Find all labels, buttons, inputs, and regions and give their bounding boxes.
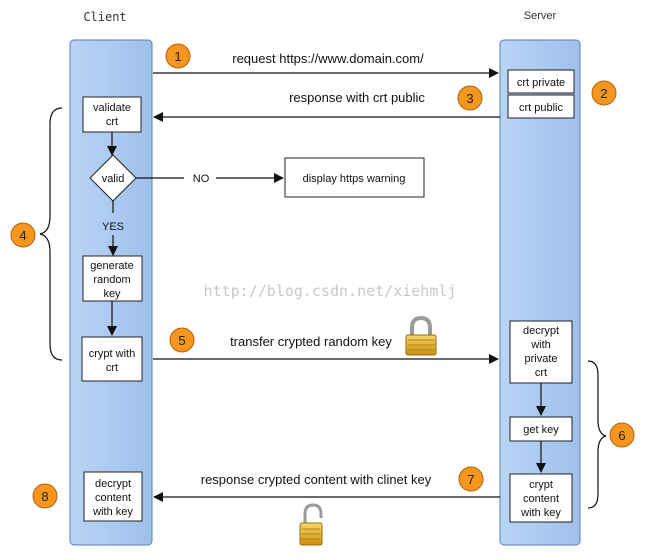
svg-text:crt private: crt private [517, 77, 565, 89]
crypt-with-crt-box: crypt with crt [81, 336, 143, 382]
svg-text:1: 1 [174, 49, 181, 64]
step4-brace [39, 107, 63, 361]
step-badge-3: 3 [457, 85, 483, 111]
svg-text:5: 5 [178, 333, 185, 348]
watermark: http://blog.csdn.net/xiehmlj [204, 282, 457, 300]
step-badge-1: 1 [165, 43, 191, 69]
client-label: Client [83, 10, 126, 24]
svg-text:6: 6 [618, 428, 625, 443]
svg-text:with key: with key [520, 507, 561, 519]
validate-crt-box: validate crt [82, 96, 142, 133]
svg-text:crypt: crypt [529, 479, 553, 491]
svg-text:get key: get key [523, 424, 559, 436]
yes-label: YES [102, 221, 124, 233]
closed-lock-icon [405, 315, 437, 356]
svg-text:validate: validate [93, 102, 131, 114]
step-badge-6: 6 [609, 422, 635, 448]
response-crt-label: response with crt public [289, 90, 425, 105]
transfer-label: transfer crypted random key [230, 334, 392, 349]
svg-text:generate: generate [90, 260, 133, 272]
svg-text:8: 8 [41, 489, 48, 504]
server-label: Server [524, 10, 557, 22]
svg-text:crt public: crt public [519, 102, 564, 114]
no-label: NO [193, 173, 210, 185]
svg-text:content: content [95, 492, 131, 504]
svg-text:display https warning: display https warning [303, 173, 406, 185]
crt-public-box: crt public [507, 94, 575, 119]
svg-text:valid: valid [102, 173, 125, 185]
svg-text:with: with [530, 339, 551, 351]
decrypt-content-box: decrypt content with key [83, 471, 143, 522]
step6-brace [587, 360, 607, 509]
decrypt-private-crt-box: decrypt with private crt [509, 320, 573, 384]
step-badge-4: 4 [10, 222, 36, 248]
step-badge-8: 8 [32, 483, 58, 509]
svg-text:crypt with: crypt with [89, 348, 135, 360]
crt-private-box: crt private [507, 69, 575, 94]
step-badge-2: 2 [591, 80, 617, 106]
svg-text:7: 7 [467, 472, 474, 487]
crypt-content-box: crypt content with key [509, 473, 573, 523]
svg-text:private: private [524, 353, 557, 365]
svg-text:decrypt: decrypt [523, 325, 559, 337]
svg-text:random: random [93, 274, 130, 286]
get-key-box: get key [509, 416, 573, 442]
svg-text:crt: crt [106, 116, 118, 128]
svg-text:4: 4 [19, 228, 26, 243]
step-badge-5: 5 [169, 327, 195, 353]
svg-text:content: content [523, 493, 559, 505]
svg-text:crt: crt [535, 367, 547, 379]
open-lock-icon [299, 503, 323, 546]
request-label: request https://www.domain.com/ [232, 51, 424, 66]
svg-text:key: key [103, 288, 121, 300]
svg-text:3: 3 [466, 91, 473, 106]
https-warning-box: display https warning [284, 157, 425, 198]
generate-random-key-box: generate random key [82, 255, 143, 302]
step-badge-7: 7 [458, 466, 484, 492]
response-content-label: response crypted content with clinet key [201, 472, 432, 487]
svg-text:with key: with key [92, 506, 133, 518]
svg-text:2: 2 [600, 86, 607, 101]
svg-text:decrypt: decrypt [95, 478, 131, 490]
svg-text:crt: crt [106, 362, 118, 374]
